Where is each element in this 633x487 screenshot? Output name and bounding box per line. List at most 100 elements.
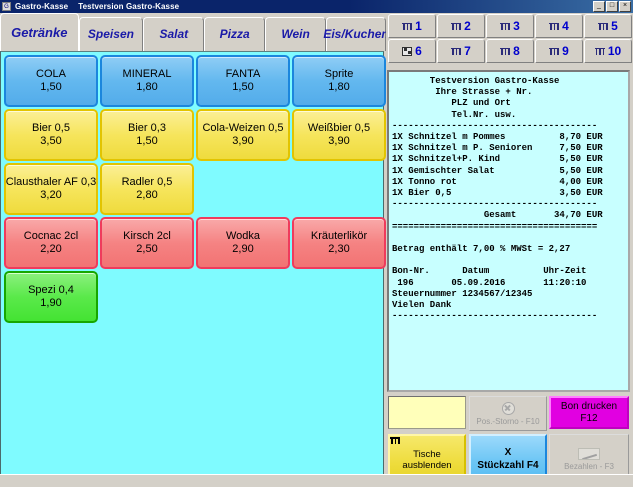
table-button-1[interactable]: 1 [388, 14, 436, 38]
quantity-label: Stückzahl F4 [477, 460, 539, 471]
window-title: Testversion Gastro-Kasse [78, 2, 180, 11]
product-price: 1,90 [40, 297, 62, 309]
product-name: Bier 0,5 [32, 122, 70, 134]
table-icon [500, 47, 511, 56]
order-pane: 1 2 3 4 5 6 7 8 9 10 Testversion Gastro-Kasse Ihr… [386, 13, 633, 487]
product-name: Weißbier 0,5 [307, 122, 371, 134]
table-icon [594, 47, 605, 56]
table-button-7[interactable]: 7 [437, 39, 485, 63]
product-name: Spezi 0,4 [28, 284, 74, 296]
hide-tables-label-1: Tische [413, 448, 441, 460]
product-price: 1,80 [328, 81, 350, 93]
product-name: Kirsch 2cl [123, 230, 171, 242]
app-name: Gastro-Kasse [15, 2, 69, 11]
print-receipt-shortcut: F12 [580, 412, 598, 424]
table-number: 9 [562, 44, 569, 58]
product-price: 3,90 [232, 135, 254, 147]
amount-input[interactable] [388, 396, 466, 429]
table-icon [549, 22, 560, 31]
product-price: 2,80 [136, 189, 158, 201]
table-selector: 1 2 3 4 5 6 7 8 9 10 [388, 14, 632, 64]
table-button-5[interactable]: 5 [584, 14, 632, 38]
status-bar [0, 474, 633, 487]
table-icon [451, 47, 462, 56]
product-name: Bier 0,3 [128, 122, 166, 134]
receipt-display[interactable]: Testversion Gastro-Kasse Ihre Strasse + … [387, 70, 630, 392]
product-name: Sprite [324, 68, 354, 80]
table-number: 1 [415, 19, 422, 33]
table-number: 4 [562, 19, 569, 33]
minimize-button[interactable]: _ [593, 1, 605, 12]
product-name: Radler 0,5 [121, 176, 173, 188]
close-button[interactable]: × [619, 1, 631, 12]
tab-speisen[interactable]: Speisen [78, 17, 144, 51]
product-name: MINERAL [122, 68, 172, 80]
pos-storno-label: Pos.-Storno - F10 [476, 416, 540, 426]
pay-icon [578, 447, 600, 460]
window-titlebar: G Gastro-Kasse Testversion Gastro-Kasse … [0, 0, 633, 13]
table-icon [451, 22, 462, 31]
product-name: Cocnac 2cl [23, 230, 79, 242]
product-name: FANTA [225, 68, 261, 80]
product-price: 2,20 [40, 243, 62, 255]
table-button-9[interactable]: 9 [535, 39, 583, 63]
tab-eis-kuchen[interactable]: Eis/Kuchen [323, 17, 389, 51]
table-button-6[interactable]: 6 [388, 39, 436, 63]
table-button-4[interactable]: 4 [535, 14, 583, 38]
action-buttons: Pos.-Storno - F10 Bon drucken F12 Tische… [387, 394, 631, 486]
tab-salat[interactable]: Salat [143, 17, 205, 51]
product-name: Wodka [225, 230, 261, 242]
category-pane: Getränke Speisen Salat Pizza Wein Eis/Ku… [0, 13, 389, 487]
quantity-x-label: X [504, 447, 512, 458]
print-receipt-label: Bon drucken [560, 400, 618, 412]
app-icon: G [2, 2, 11, 11]
product-price: 1,50 [40, 81, 62, 93]
table-icon [402, 22, 413, 31]
cancel-icon [501, 401, 515, 415]
table-icon [500, 22, 511, 31]
restore-button[interactable]: □ [606, 1, 618, 12]
product-name: Clausthaler AF 0,3 [5, 176, 97, 188]
table-button-10[interactable]: 10 [584, 39, 632, 63]
hide-tables-label-2: ausblenden [402, 459, 452, 471]
table-button-8[interactable]: 8 [486, 39, 534, 63]
table-number: 3 [513, 19, 520, 33]
tab-getraenke[interactable]: Getränke [0, 13, 79, 51]
product-price: 2,50 [136, 243, 158, 255]
product-price: 3,90 [328, 135, 350, 147]
table-number: 6 [415, 44, 422, 58]
table-number: 2 [464, 19, 471, 33]
table-button-3[interactable]: 3 [486, 14, 534, 38]
product-price: 3,50 [40, 135, 62, 147]
pos-storno-button[interactable]: Pos.-Storno - F10 [469, 396, 547, 431]
table-number: 5 [611, 19, 618, 33]
product-price: 3,20 [40, 189, 62, 201]
print-receipt-button[interactable]: Bon drucken F12 [549, 396, 629, 429]
product-price: 1,50 [232, 81, 254, 93]
product-price: 1,80 [136, 81, 158, 93]
product-name: Cola-Weizen 0,5 [202, 122, 284, 134]
table-icon [598, 22, 609, 31]
tab-wein[interactable]: Wein [265, 17, 327, 51]
table-number: 7 [464, 44, 471, 58]
tab-pizza[interactable]: Pizza [204, 17, 266, 51]
pay-label: Bezahlen - F3 [564, 461, 614, 471]
table-icon [549, 47, 560, 56]
table-button-2[interactable]: 2 [437, 14, 485, 38]
